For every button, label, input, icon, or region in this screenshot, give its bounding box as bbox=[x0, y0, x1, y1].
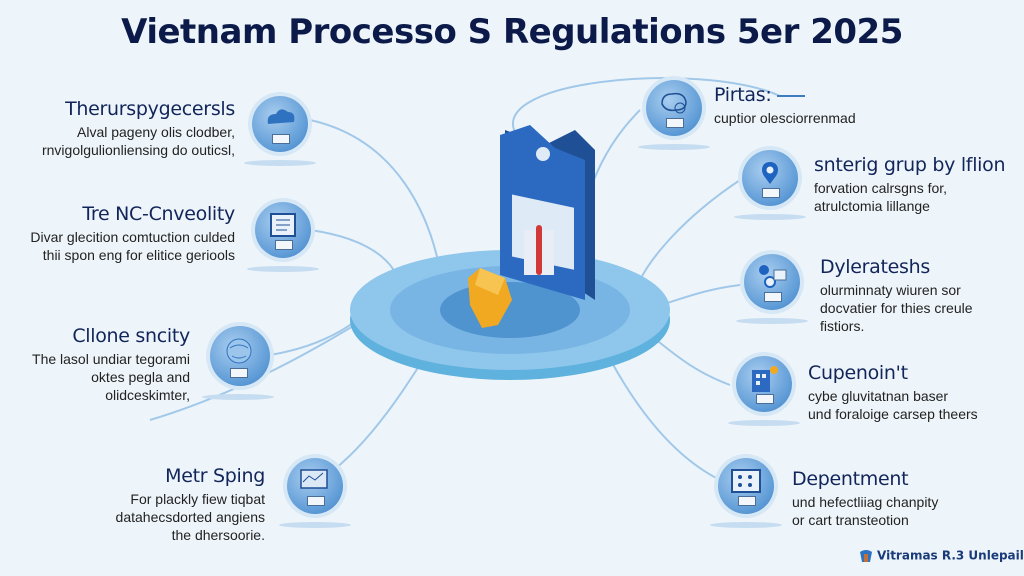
item-line: Divar glecition comtuction culded bbox=[30, 229, 235, 245]
left-item-1: Therurspygecersls Alval pageny olis clod… bbox=[10, 98, 235, 159]
item-line: olidceskimter, bbox=[105, 387, 190, 403]
footer-logo: Vitramas R.3 Unlepail bbox=[858, 548, 1024, 564]
item-line: datahecsdorted angiens bbox=[115, 509, 265, 525]
building-icon bbox=[728, 356, 800, 426]
item-line: or cart transteotion bbox=[792, 512, 909, 528]
item-line: rnvigolgulionliensing do outicsl, bbox=[41, 142, 235, 158]
location-pin-icon bbox=[734, 150, 806, 220]
item-heading: Tre NC-Cnveolity bbox=[82, 203, 235, 225]
item-line: Alval pageny olis clodber, bbox=[77, 124, 235, 140]
item-heading: Dylerateshs bbox=[820, 256, 930, 278]
item-heading: Metr Sping bbox=[165, 465, 265, 487]
left-item-2: Tre NC-Cnveolity Divar glecition comtuct… bbox=[10, 203, 235, 264]
item-heading: Depentment bbox=[792, 468, 909, 490]
left-item-4: Metr Sping For plackly fiew tiqbat datah… bbox=[30, 465, 266, 544]
item-line: cuptior olesciorrenmad bbox=[714, 110, 856, 126]
thermometer-icon bbox=[536, 225, 542, 275]
item-line: fistiors. bbox=[820, 318, 865, 334]
page-title: Vietnam Processo S Regulations 5er 2025 bbox=[121, 12, 903, 52]
left-item-3: Cllone sncity The lasol undiar tegorami … bbox=[10, 325, 190, 404]
right-item-5: Depentment und hefectliiag chanpity or c… bbox=[792, 468, 1012, 529]
item-line: the dhersoorie. bbox=[171, 527, 265, 543]
globe-map-icon bbox=[202, 326, 274, 400]
central-platform-graphic bbox=[350, 125, 670, 380]
item-line: forvation calrsgns for, bbox=[814, 180, 948, 196]
item-heading: Therurspygecersls bbox=[65, 98, 235, 120]
right-item-3: Dylerateshs olurminnaty wiuren sor docva… bbox=[820, 256, 1020, 335]
item-line: docvatier for thies creule bbox=[820, 300, 973, 316]
item-heading: Cupenoin't bbox=[808, 362, 908, 384]
logo-mark-icon bbox=[858, 548, 874, 564]
network-nodes-icon bbox=[736, 254, 808, 324]
item-line: olurminnaty wiuren sor bbox=[820, 282, 961, 298]
item-line: oktes pegla and bbox=[91, 369, 190, 385]
document-monitor-icon bbox=[247, 202, 319, 272]
logo-text: Vitramas R.3 Unlepail bbox=[877, 548, 1024, 563]
brain-gear-icon bbox=[638, 80, 710, 150]
item-line: cybe gluvitatnan baser bbox=[808, 388, 949, 404]
map-chart-icon bbox=[279, 458, 351, 528]
item-heading: Cllone sncity bbox=[72, 325, 190, 347]
right-item-2: snterig grup by lflion forvation calrsgn… bbox=[814, 154, 1024, 215]
item-line: thii spon eng for elitice geriools bbox=[42, 247, 235, 263]
item-line: atrulctomia lillange bbox=[814, 198, 930, 214]
right-item-4: Cupenoin't cybe gluvitatnan baser und fo… bbox=[808, 362, 1024, 423]
item-heading: snterig grup by lflion bbox=[814, 154, 1006, 176]
cloud-globe-icon bbox=[244, 96, 316, 166]
item-line: und hefectliiag chanpity bbox=[792, 494, 939, 510]
right-item-1: Pirtas: cuptior olesciorrenmad bbox=[714, 84, 934, 127]
board-icon bbox=[710, 458, 782, 528]
item-heading: Pirtas: bbox=[714, 84, 934, 106]
item-line: und foraloige carsep theers bbox=[808, 406, 978, 422]
item-line: For plackly fiew tiqbat bbox=[130, 491, 265, 507]
item-line: The lasol undiar tegorami bbox=[32, 351, 190, 367]
